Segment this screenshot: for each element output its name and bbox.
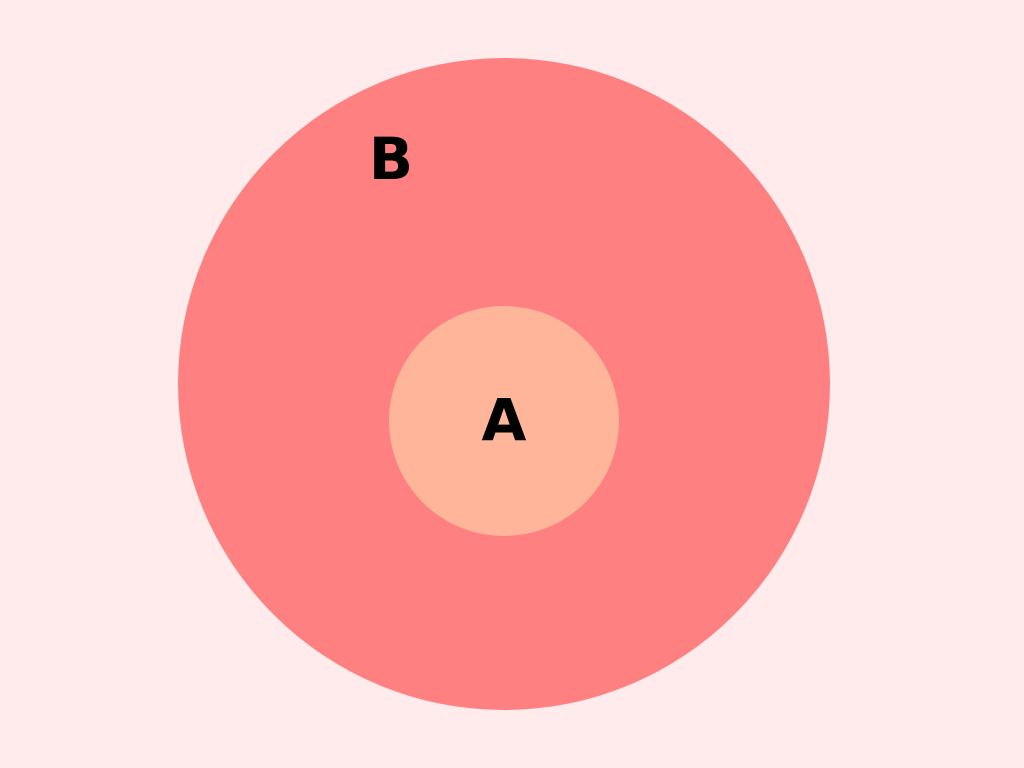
set-a-circle (389, 306, 619, 536)
set-a-label: A (482, 386, 527, 454)
set-b-label: B (369, 125, 413, 193)
